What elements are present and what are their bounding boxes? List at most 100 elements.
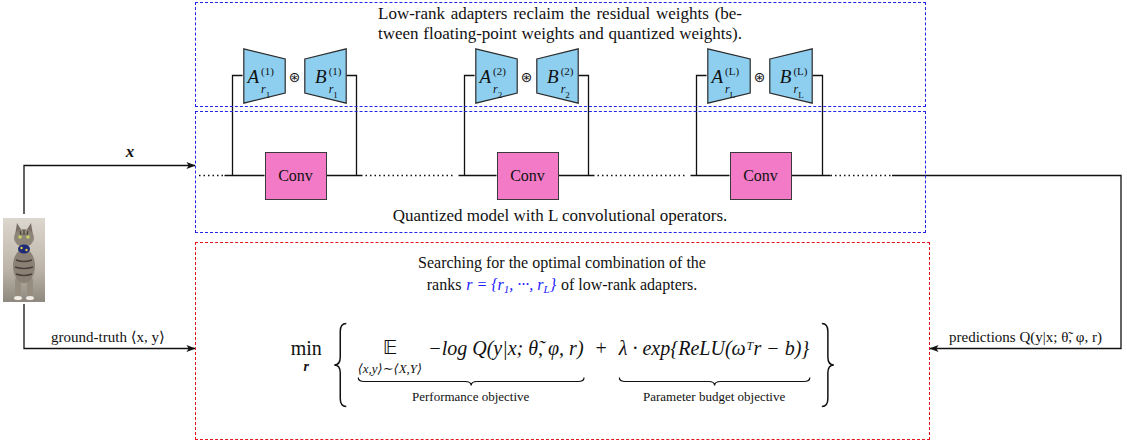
- text-slot: x: [126, 142, 135, 162]
- adapter-symbol: A: [712, 66, 724, 87]
- adapter-symbol: A: [480, 66, 492, 87]
- dotted-signal-line: [199, 175, 225, 176]
- trapezoid-outline: [243, 48, 284, 102]
- adapter-symbol: L: [798, 90, 804, 100]
- text-slot: Searching for the optimal combination of…: [196, 254, 928, 272]
- cat-eye: [26, 235, 29, 238]
- text-slot: min: [291, 337, 322, 360]
- adapter-output-wire: [347, 76, 357, 176]
- math-subscript: ⟨x,y⟩∼⟨X,Y⟩: [358, 361, 422, 376]
- adapter-input-wire: [697, 76, 707, 176]
- adapter-output-wire: [579, 76, 589, 176]
- text-slot: L: [730, 84, 736, 102]
- adapter-symbol: A: [248, 66, 260, 87]
- adapter-symbol: r: [793, 82, 798, 96]
- rank-subscript: 1: [504, 283, 510, 295]
- region-heading: Low-rank adapters reclaim the residual w…: [378, 4, 742, 44]
- underbrace-label: Parameter budget objective: [643, 389, 785, 404]
- operator-symbol: ⊛: [754, 69, 766, 85]
- adapter-symbol: 1: [333, 90, 338, 100]
- text-slot: L: [798, 84, 804, 102]
- adapter-symbol: B: [547, 66, 559, 87]
- operator-symbol: ⊛: [521, 69, 533, 85]
- adapter-b: B(1)r1: [304, 48, 347, 104]
- conv-label: Conv: [278, 167, 313, 184]
- signal-line: [792, 175, 831, 176]
- adapter-symbol: 1: [266, 90, 271, 100]
- toy-dot: [25, 249, 27, 251]
- signal-line: [225, 175, 265, 176]
- math-term: λ · exp{ReLU(ωᵀr − b)}: [619, 337, 810, 359]
- text-slot: of low-rank adapters.: [556, 276, 697, 293]
- underbrace: [358, 378, 584, 386]
- adapter-b: B(2) r2: [536, 48, 579, 104]
- text-slot: λ · exp{ReLU(ωᵀr − b)}: [619, 337, 810, 360]
- adapter-region: Low-rank adapters reclaim the residual w…: [195, 2, 926, 107]
- text-slot: (L): [725, 61, 739, 79]
- text-slot: , ···, r: [509, 276, 543, 293]
- objective-text: ranks: [427, 276, 462, 293]
- adapter-input-wire: [465, 76, 475, 176]
- toy-dot: [20, 247, 22, 249]
- connector: [926, 176, 1121, 349]
- conv-box: Conv: [497, 152, 559, 200]
- text-slot: B: [780, 66, 792, 88]
- text-slot: 2: [565, 84, 570, 102]
- operator-symbol: ⊛: [289, 69, 301, 85]
- text-slot: A: [480, 66, 492, 88]
- text-slot: r: [725, 79, 730, 97]
- trapezoid-outline: [304, 48, 345, 102]
- text-slot: (2): [493, 61, 506, 79]
- text-slot: (1): [329, 61, 342, 79]
- text-slot: 1: [333, 84, 338, 102]
- text-slot: (2): [561, 61, 574, 79]
- trapezoid-outline: [536, 48, 577, 102]
- adapter-symbol: r: [493, 82, 498, 96]
- math-subscript: r: [303, 359, 308, 374]
- text-slot: +: [596, 337, 607, 360]
- adapter-symbol: (1): [261, 65, 274, 77]
- cat-head: [14, 229, 34, 247]
- ground-truth-label: ground-truth ⟨x, y⟩: [51, 329, 165, 345]
- text-slot: B: [547, 66, 559, 88]
- adapter-symbol: (2): [561, 65, 574, 77]
- trapezoid-outline: [475, 48, 516, 102]
- rank-symbol: }: [550, 276, 556, 293]
- text-slot: r: [303, 357, 308, 375]
- right-brace: [822, 324, 834, 407]
- toy: [18, 245, 30, 254]
- photo-background: [3, 218, 45, 302]
- prediction-label: predictions Q(y|x; θ̃, φ, r): [947, 329, 1104, 345]
- text-slot: Low-rank adapters reclaim the residual w…: [378, 4, 742, 44]
- text-slot: r = {r: [466, 276, 504, 293]
- signal-line: [892, 175, 926, 176]
- input-label: x: [126, 142, 135, 161]
- cat-paw: [26, 296, 34, 300]
- cat-eye: [18, 235, 21, 238]
- adapter-symbol: 2: [498, 90, 503, 100]
- text-slot: Parameter budget objective: [643, 387, 785, 405]
- text-slot: predictions Q(y|x; θ̃, φ, r): [947, 328, 1104, 346]
- text-slot: 𝔼: [383, 336, 398, 359]
- adapter-symbol: r: [725, 82, 730, 96]
- cat-body: [13, 249, 35, 283]
- conv-box: Conv: [730, 152, 792, 200]
- conv-box: Conv: [265, 152, 327, 200]
- connector: [327, 175, 497, 176]
- math-term: −log Q(y|x; θ̃, φ, r): [428, 337, 583, 359]
- rank-symbol: , ···, r: [509, 276, 543, 293]
- quantized-model-region: Quantized model with L convolutional ope…: [195, 111, 926, 233]
- math-operator: +: [596, 337, 607, 359]
- math-expectation: 𝔼: [383, 335, 398, 359]
- adapter-symbol: (1): [329, 65, 342, 77]
- text-slot: r: [561, 79, 566, 97]
- text-slot: r: [329, 79, 334, 97]
- input-arrow: [24, 166, 195, 215]
- objective-text: Searching for the optimal combination of…: [418, 254, 706, 271]
- text-slot: −log Q(y|x; θ̃, φ, r): [428, 337, 583, 360]
- text-slot: Quantized model with L convolutional ope…: [392, 206, 729, 226]
- rank-symbol: r = {r: [466, 276, 504, 293]
- adapter-input-wire: [233, 76, 243, 176]
- trapezoid-outline: [707, 48, 749, 102]
